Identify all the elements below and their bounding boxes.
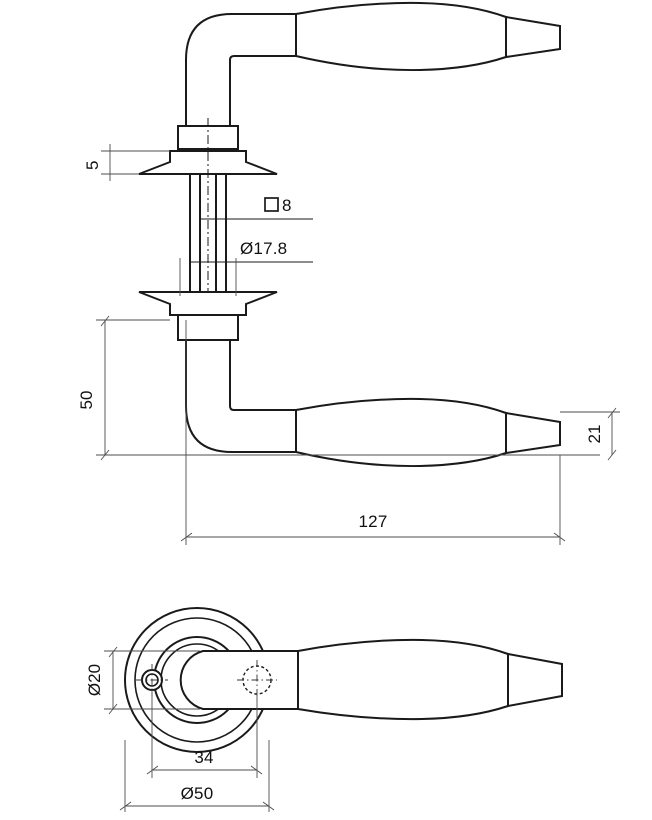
dimension-handle-length: 127 bbox=[180, 320, 566, 545]
dim-127-label: 127 bbox=[359, 512, 388, 531]
dim-50h-arrow-top bbox=[100, 315, 110, 327]
dimension-tip-height: 21 bbox=[560, 407, 620, 461]
dim-50h-arrow-bottom bbox=[100, 449, 110, 461]
upper-lever-grip-outline bbox=[295, 1, 507, 72]
lower-lever-arm-outline bbox=[185, 339, 297, 453]
dim-50h-label: 50 bbox=[77, 391, 96, 410]
dim-20-label: Ø20 bbox=[85, 664, 104, 696]
dim-20-arrow-bottom bbox=[108, 703, 118, 715]
lower-collar-outline bbox=[177, 314, 239, 341]
upper-lever-assembly bbox=[185, 1, 561, 127]
dim-34-label: 34 bbox=[194, 748, 213, 767]
dim-50r-arrow-left bbox=[119, 801, 132, 811]
dim-5-label: 5 bbox=[83, 161, 102, 170]
dimension-handle-height: 50 bbox=[77, 315, 600, 461]
dimension-screw-spacing: 34 bbox=[146, 690, 263, 778]
square-symbol-icon bbox=[264, 197, 279, 212]
upper-lever-arm-outline bbox=[185, 13, 297, 127]
lower-lever-tip-outline bbox=[505, 411, 561, 455]
plan-lever-tip-outline bbox=[507, 652, 563, 708]
dimension-neck-diameter: Ø17.8 bbox=[179, 239, 313, 296]
upper-lever-tip-outline bbox=[505, 15, 561, 59]
dimension-rosette-thickness: 5 bbox=[83, 144, 170, 181]
dim-34-arrow-right bbox=[250, 765, 263, 775]
spindle-shaft-group bbox=[189, 118, 227, 320]
dim-34-arrow-left bbox=[146, 765, 159, 775]
dim-127-arrow-right bbox=[553, 532, 566, 542]
lower-lever-assembly bbox=[185, 339, 561, 468]
dim-127-arrow-left bbox=[180, 532, 193, 542]
dimension-spindle-square: 8 bbox=[200, 196, 313, 220]
side-elevation-view: 5 8 Ø17.8 50 2 bbox=[77, 1, 620, 545]
dim-21-label: 21 bbox=[585, 425, 604, 444]
dimension-rosette-diameter: Ø50 bbox=[119, 740, 275, 812]
plan-lever-grip-outline bbox=[297, 638, 509, 721]
dim-8-label: 8 bbox=[282, 196, 292, 215]
dim-178-label: Ø17.8 bbox=[240, 239, 287, 258]
dim-21-arrow-bottom bbox=[607, 449, 617, 461]
lower-lever-grip-outline bbox=[295, 397, 507, 468]
dim-20-arrow-top bbox=[108, 646, 118, 658]
front-plan-view: Ø20 34 Ø50 bbox=[85, 607, 563, 812]
dim-50r-arrow-right bbox=[262, 801, 275, 811]
dim-50r-label: Ø50 bbox=[181, 784, 214, 803]
dim-21-arrow-top bbox=[607, 407, 617, 419]
lower-rosette-outline bbox=[138, 291, 278, 316]
